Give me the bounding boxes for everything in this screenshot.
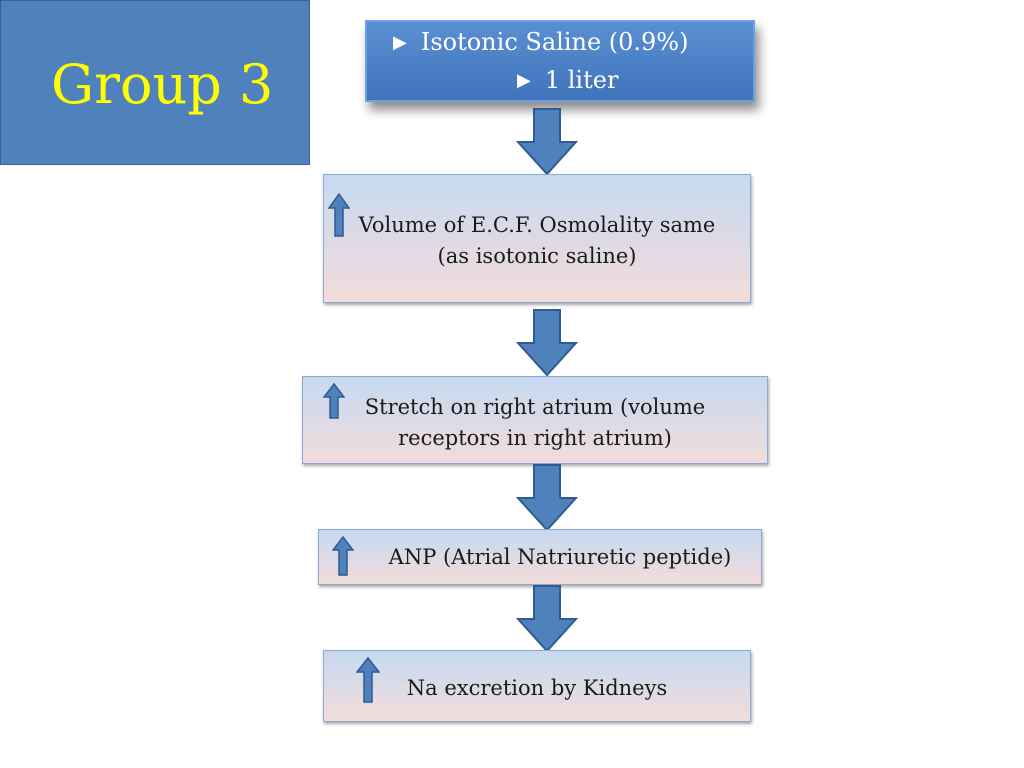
step-box-atrial-stretch: Stretch on right atrium (volume receptor… — [302, 376, 768, 464]
title-box: Group 3 — [0, 0, 310, 165]
step-line: Na excretion by Kidneys — [406, 676, 668, 700]
step-line: Volume of E.C.F. Osmolality same — [358, 213, 716, 237]
saline-line: ▶ Isotonic Saline (0.9%) — [393, 28, 688, 56]
step-box-na-excretion: Na excretion by Kidneys — [323, 650, 751, 722]
step-box-ecf-volume: Volume of E.C.F. Osmolality same (as iso… — [323, 174, 751, 303]
slide-title: Group 3 — [51, 53, 274, 116]
up-arrow-icon — [323, 383, 345, 419]
step-text-atrial-stretch: Stretch on right atrium (volume receptor… — [303, 392, 767, 454]
step-text-na-excretion: Na excretion by Kidneys — [324, 673, 750, 704]
step-text-anp: ANP (Atrial Natriuretic peptide) — [359, 542, 761, 573]
triangle-right-icon: ▶ — [393, 32, 407, 53]
down-arrow-icon — [516, 464, 578, 532]
step-line: ANP (Atrial Natriuretic peptide) — [388, 545, 732, 569]
step-line: Stretch on right atrium (volume — [364, 395, 706, 419]
triangle-right-icon: ▶ — [517, 70, 531, 91]
step-text-ecf-volume: Volume of E.C.F. Osmolality same (as iso… — [324, 210, 750, 272]
step-box-anp: ANP (Atrial Natriuretic peptide) — [318, 529, 762, 585]
step-line: receptors in right atrium) — [398, 426, 672, 450]
saline-label: Isotonic Saline (0.9%) — [420, 28, 689, 56]
down-arrow-icon — [516, 585, 578, 653]
volume-line: ▶ 1 liter — [517, 66, 618, 94]
step-line: (as isotonic saline) — [437, 244, 637, 268]
up-arrow-icon — [332, 536, 354, 576]
up-arrow-icon — [356, 657, 380, 703]
up-arrow-icon — [328, 193, 350, 237]
down-arrow-icon — [516, 309, 578, 377]
isotonic-saline-box: ▶ Isotonic Saline (0.9%) ▶ 1 liter — [365, 20, 755, 102]
down-arrow-icon — [516, 108, 578, 176]
volume-label: 1 liter — [544, 66, 619, 94]
